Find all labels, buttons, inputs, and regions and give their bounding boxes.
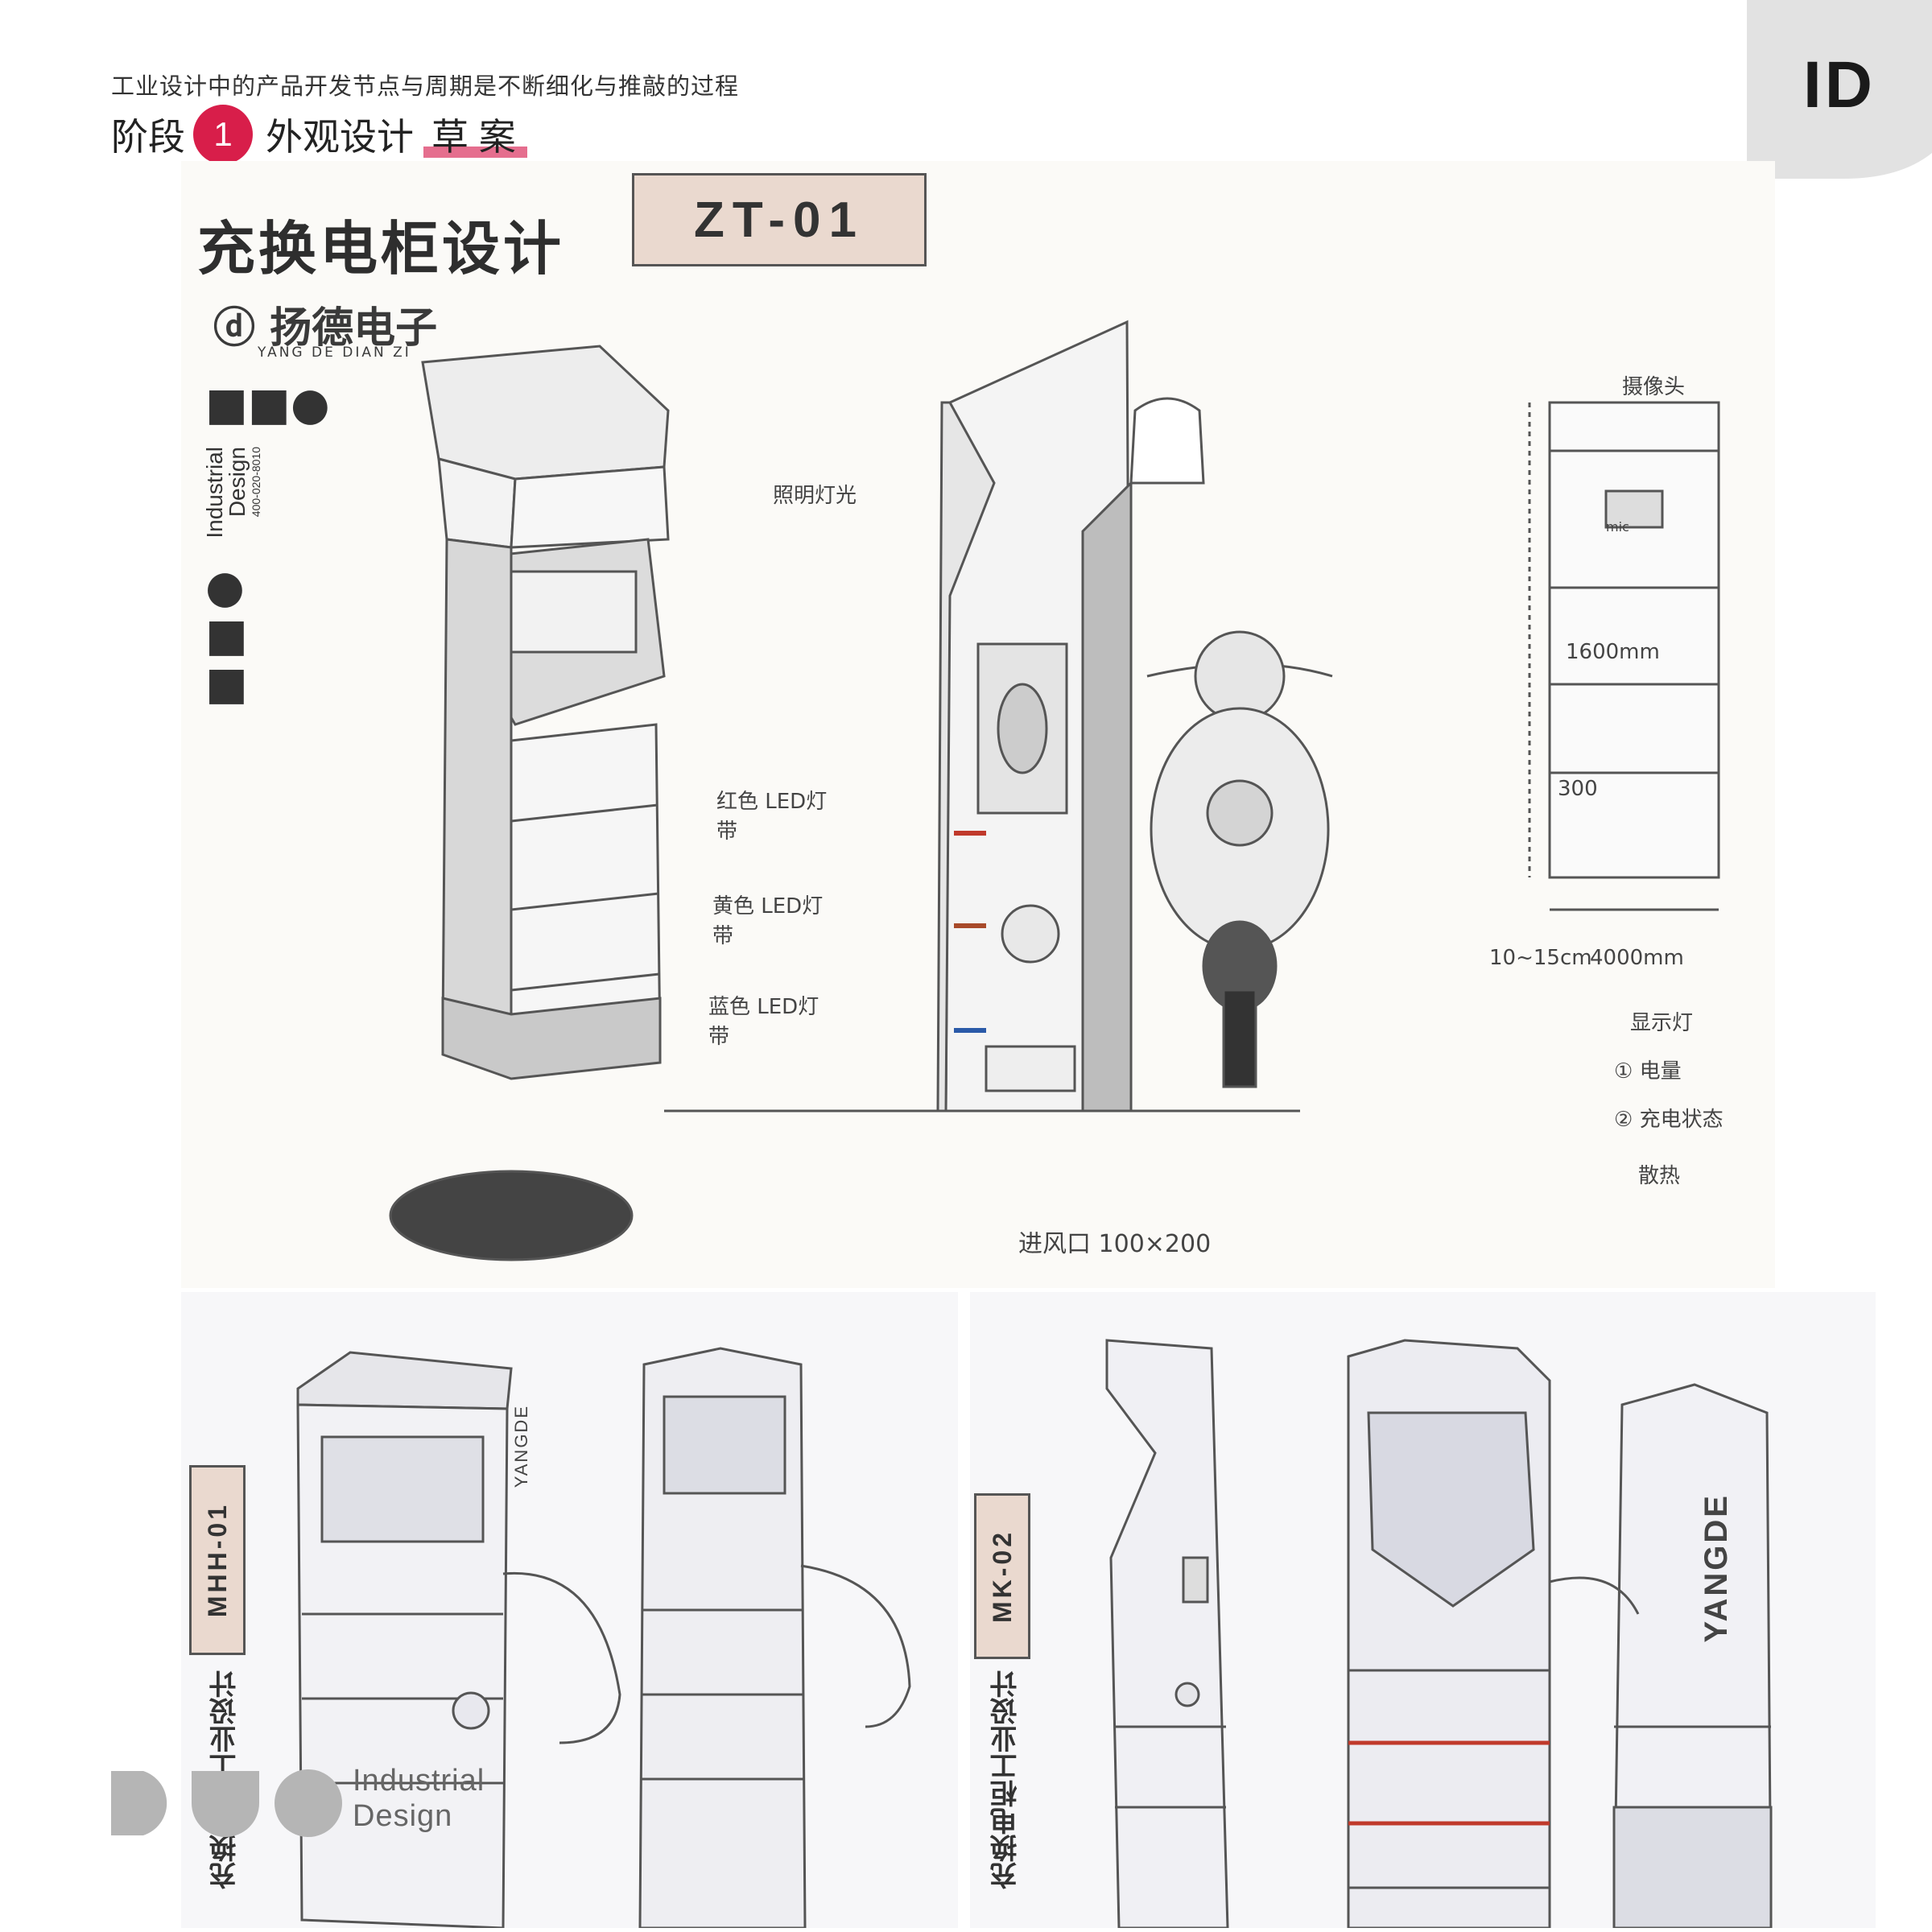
duo-logo-small: ■■● <box>205 378 330 431</box>
main-sketch-sheet: 充换电柜设计 ZT-01 ⓓ 扬德电子 YANG DE DIAN ZI ■■● … <box>181 161 1775 1288</box>
footer-duo-logo <box>111 1767 353 1839</box>
main-sketch-drawing <box>389 320 1720 1261</box>
model-mhh01-text: MHH-01 <box>202 1502 232 1618</box>
duo-logo-icon <box>111 1769 342 1837</box>
stage-label: 阶段 <box>111 116 185 158</box>
model-label-mk02: MK-02 <box>974 1493 1030 1659</box>
note-width: 4000mm <box>1590 946 1684 970</box>
page-subtitle: 工业设计中的产品开发节点与周期是不断细化与推敲的过程 <box>111 74 740 100</box>
note-dim-300: 300 <box>1558 777 1598 801</box>
model-mk02-text: MK-02 <box>987 1529 1017 1623</box>
stage-heading: 阶段 1 外观设计 草 案 <box>111 103 527 166</box>
note-led-blue: 蓝色 LED灯带 <box>708 995 819 1049</box>
brand-vertical-mhh01: YANGDE <box>511 1405 531 1488</box>
duo-logo-stack: ●■■ <box>205 561 248 710</box>
stage-number-badge: 1 <box>193 105 253 164</box>
stage-tag: 草 案 <box>423 108 527 161</box>
note-heat: 散热 <box>1638 1164 1681 1188</box>
model-label-mhh01: MHH-01 <box>189 1465 246 1655</box>
footer-logo-text: Industrial Design <box>353 1763 485 1834</box>
sketch-mk02-sheet: MK-02 充换电柜工业设计 YANGDE <box>970 1292 1876 1928</box>
brand-vertical-mk02: YANGDE <box>1699 1493 1734 1643</box>
side-logo-phone: 400-020-8010 <box>250 447 262 518</box>
footer-line2: Design <box>353 1799 453 1833</box>
note-camera: 摄像头 <box>1622 375 1686 399</box>
side-logo-line1: Industrial <box>202 447 227 539</box>
stage-title: 外观设计 <box>266 116 414 158</box>
note-lighting: 照明灯光 <box>773 484 857 508</box>
brand-pinyin: YANG DE DIAN ZI <box>258 345 411 361</box>
id-badge: ID <box>1747 0 1932 179</box>
brand-logo-cn: ⓓ 扬德电子 <box>213 294 437 354</box>
sketch-title: 充换电柜设计 <box>197 215 565 283</box>
sketch-mk02-drawing <box>1105 1339 1773 1928</box>
note-vent: 进风口 100×200 <box>1018 1230 1212 1258</box>
brand-name-cn: 扬德电子 <box>270 304 438 353</box>
note-led-yellow: 黄色 LED灯带 <box>712 894 824 948</box>
side-logo-line2: Design <box>225 447 250 518</box>
brand-mark-icon: ⓓ <box>213 304 256 353</box>
note-display-light: 显示灯 <box>1630 1011 1694 1035</box>
note-height: 1600mm <box>1566 640 1660 664</box>
note-display-1: ① 电量 <box>1614 1059 1682 1084</box>
note-display-2: ② 充电状态 <box>1614 1108 1724 1132</box>
model-label-zt01: ZT-01 <box>632 173 927 266</box>
note-mic: mic <box>1606 519 1629 535</box>
note-base: 10~15cm <box>1489 946 1592 970</box>
id-badge-text: ID <box>1803 48 1876 122</box>
footer-line1: Industrial <box>353 1764 485 1798</box>
note-led-red: 红色 LED灯带 <box>716 790 828 844</box>
sketch-mhh01-drawing <box>296 1347 911 1928</box>
caption-mk02: 充换电柜工业设计 <box>991 1670 1022 1889</box>
